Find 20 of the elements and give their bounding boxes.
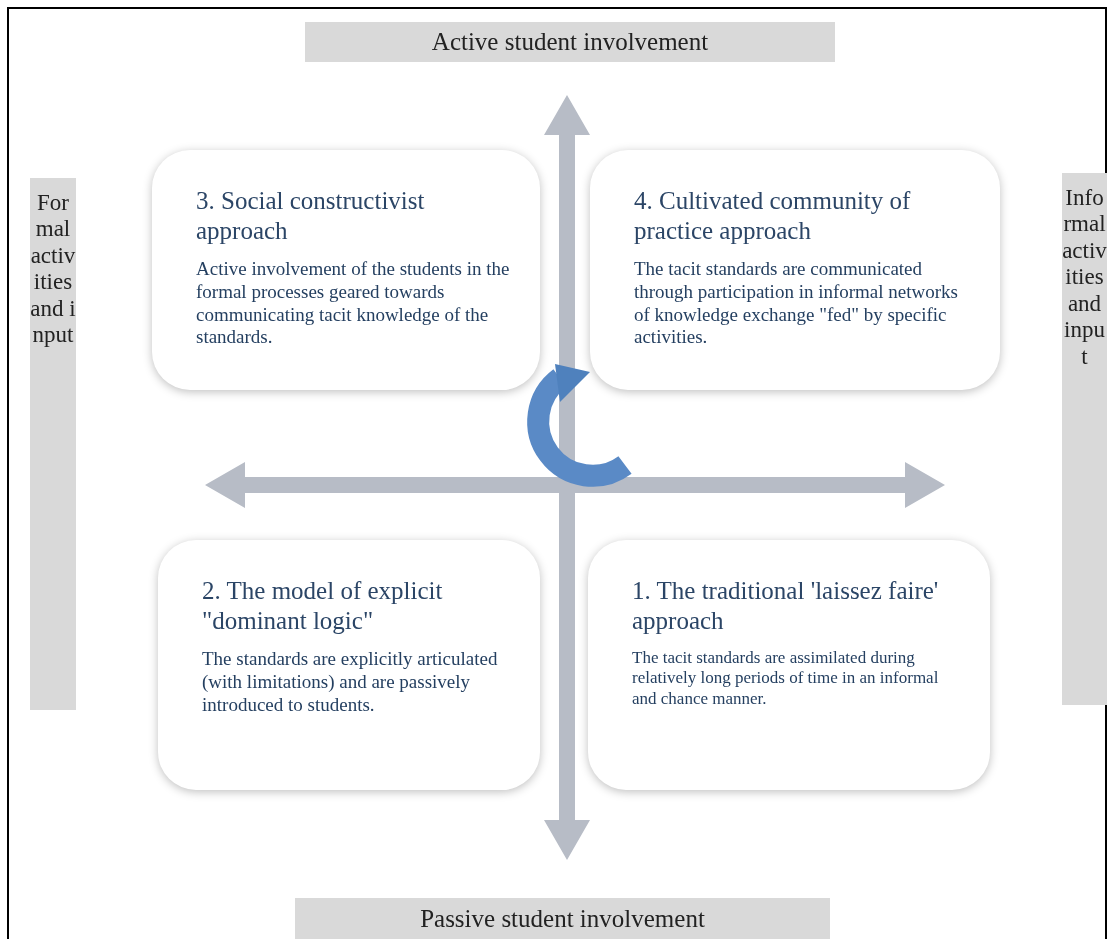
quadrant-description: Active involvement of the students in the formal processes geared towards communicating tacit knowledge of the standards.	[196, 258, 511, 350]
quadrant-title: 3. Social constructivist approach	[196, 186, 426, 246]
axis-label-box	[295, 898, 830, 939]
quadrant-title: 1. The traditional 'laissez faire' approach	[632, 576, 940, 636]
quadrant-description: The tacit standards are communicated through participation in informal networks of knowledge exchange "fed" by specific activities.	[634, 258, 959, 350]
quadrant-card	[158, 540, 540, 790]
quadrant-description: The standards are explicitly articulated (with limitations) and are passively introduced to students.	[202, 648, 499, 717]
quadrant-card	[152, 150, 540, 390]
side-label-box	[1062, 173, 1107, 705]
axis-label: Passive student involvement	[420, 904, 705, 933]
axis-label: Active student involvement	[431, 28, 709, 56]
axis-label: Informal activities and input	[1062, 185, 1107, 371]
quadrant-card	[590, 150, 1000, 390]
quadrant-title: 4. Cultivated community of practice approach	[634, 186, 912, 246]
quadrant-description: The tacit standards are assimilated during relatively long periods of time in an informal and chance manner.	[632, 648, 940, 710]
axis-label-box	[305, 22, 835, 62]
quadrant-title: 2. The model of explicit "dominant logic"	[202, 576, 444, 636]
axis-label: Formal activities and input	[30, 190, 76, 350]
quadrant-card	[588, 540, 990, 790]
side-label-box	[30, 178, 76, 710]
